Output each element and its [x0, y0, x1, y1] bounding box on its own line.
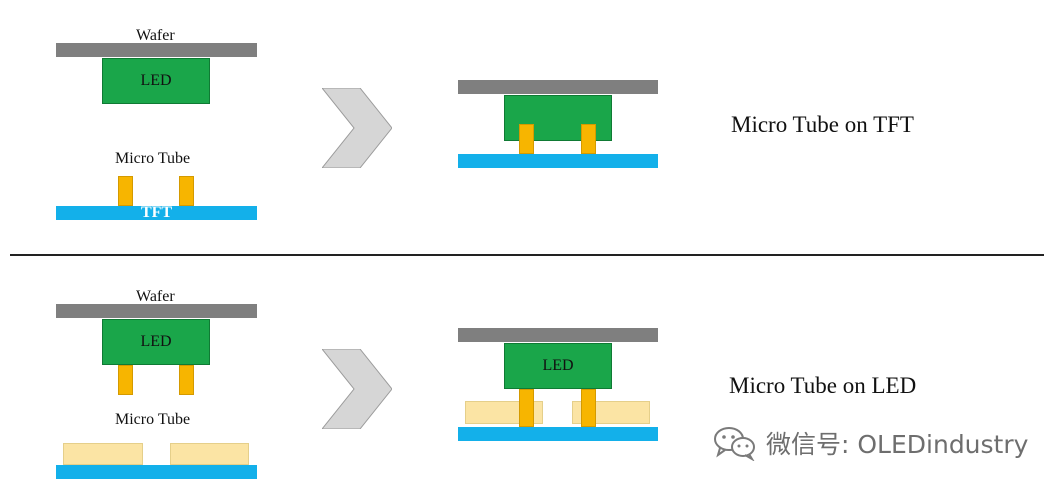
- micro-tube-pillar: [118, 176, 133, 206]
- micro-tube-pillar: [581, 389, 596, 427]
- chevron-arrow-icon: [322, 349, 392, 429]
- led-label: LED: [140, 72, 172, 89]
- caption-micro-tube-on-led: Micro Tube on LED: [729, 373, 917, 398]
- micro-tube-pillar: [581, 124, 596, 154]
- tft-substrate: [458, 154, 658, 168]
- bonding-pad: [63, 443, 143, 465]
- micro-tube-pillar: [519, 389, 534, 427]
- wafer: [458, 328, 658, 342]
- tft-label: TFT: [140, 204, 173, 221]
- led-label: LED: [542, 357, 574, 374]
- micro-tube-pillar: [519, 124, 534, 154]
- wechat-icon: [714, 427, 755, 461]
- led-label: LED: [140, 333, 172, 350]
- micro-tube-pillar: [179, 365, 194, 395]
- led-chip: LED: [504, 343, 612, 389]
- chevron-arrow-icon: [322, 88, 392, 168]
- tft-substrate: [458, 427, 658, 441]
- led-chip: LED: [102, 58, 210, 104]
- micro-tube-pillar: [179, 176, 194, 206]
- bonding-pad: [170, 443, 249, 465]
- micro-tube-pillar: [118, 365, 133, 395]
- caption-micro-tube-on-tft: Micro Tube on TFT: [731, 112, 914, 137]
- micro-tube-label: Micro Tube: [115, 411, 191, 428]
- wafer: [458, 80, 658, 94]
- wafer-label: Wafer: [136, 288, 175, 305]
- wafer: [56, 304, 257, 318]
- micro-tube-label: Micro Tube: [115, 150, 191, 167]
- section-divider: [10, 254, 1044, 256]
- wafer: [56, 43, 257, 57]
- tft-substrate: TFT: [56, 204, 257, 221]
- watermark: 微信号: OLEDindustry: [712, 425, 1028, 461]
- wafer-label: Wafer: [136, 27, 175, 44]
- tft-substrate: [56, 465, 257, 479]
- led-chip: LED: [102, 319, 210, 365]
- watermark-text: 微信号: OLEDindustry: [766, 430, 1029, 459]
